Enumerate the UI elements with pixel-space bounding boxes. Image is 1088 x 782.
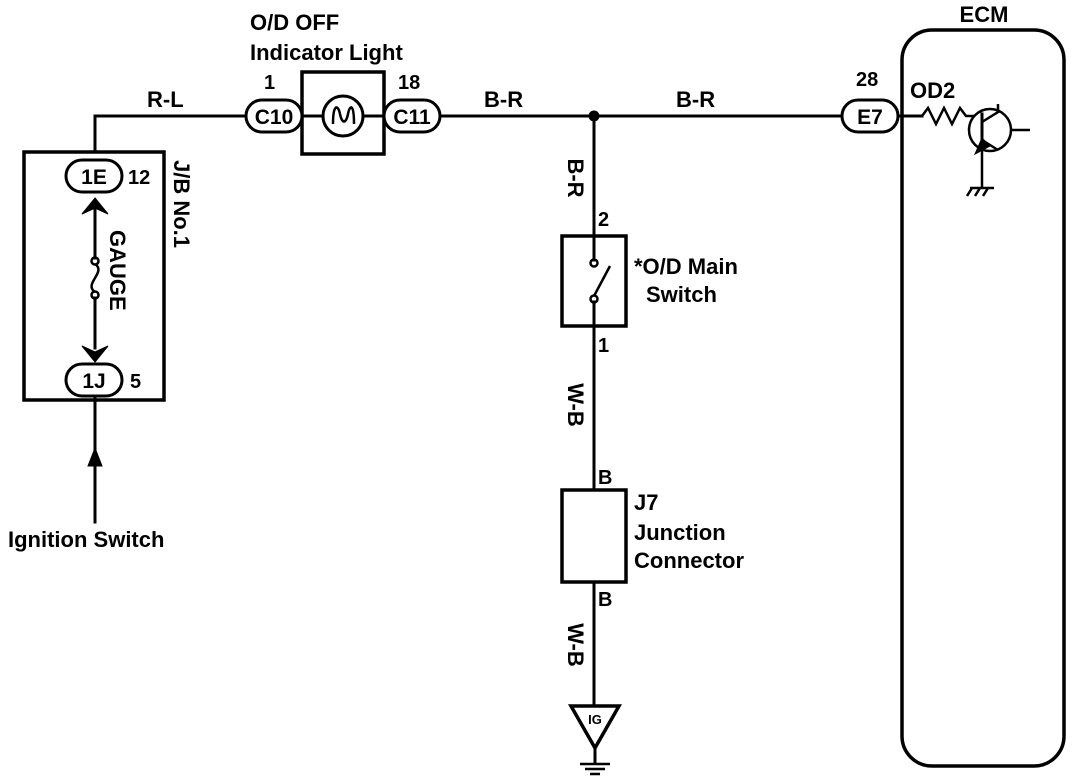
jb-box	[22, 150, 166, 402]
connector-e7-label: E7	[857, 106, 883, 129]
connector-1e-label: 1E	[81, 166, 107, 189]
switch-label-line1: *O/D Main	[634, 254, 738, 279]
junction-block: J/B No.1 1E 12 GAUGE 1J 5	[22, 150, 194, 402]
wires	[87, 110, 924, 708]
indicator-right-pin: 18	[398, 72, 420, 94]
connector-c11	[382, 98, 442, 134]
ground-point: IG	[567, 704, 623, 776]
connector-1j	[64, 362, 124, 398]
indicator-left-pin: 1	[264, 72, 275, 94]
connector-1e	[64, 158, 124, 194]
connector-1j-label: 1J	[82, 370, 105, 393]
connector-e7	[840, 98, 900, 134]
od-main-switch: 2 1 *O/D Main Switch	[560, 209, 738, 357]
wire-label-wb-lower: W-B	[563, 623, 588, 667]
j7-pin-bottom: B	[598, 589, 612, 611]
jb-top-pin: 12	[128, 167, 150, 189]
jb-bottom-pin: 5	[130, 371, 141, 393]
wire-rl	[93, 114, 248, 154]
indicator-title-line1: O/D OFF	[250, 10, 339, 35]
indicator-light: O/D OFF Indicator Light 1 C10 18 C11	[244, 10, 442, 156]
switch-pin-bottom: 1	[598, 335, 609, 357]
ignition-arrow-icon	[87, 446, 103, 467]
switch-pin-top: 2	[598, 209, 609, 231]
resistor-icon	[921, 105, 974, 127]
connector-c10	[244, 98, 304, 134]
indicator-title-line2: Indicator Light	[250, 40, 403, 65]
ground-triangle-icon	[567, 704, 623, 752]
ecm-label: ECM	[960, 2, 1009, 27]
ecm: ECM 28 E7 OD2	[840, 2, 1066, 768]
fuse-bottom-chevron-icon	[81, 345, 109, 363]
bulb-filament-icon	[331, 106, 356, 125]
ground-symbol-icon	[580, 762, 610, 776]
j7-id: J7	[634, 490, 658, 515]
wire-label-br-left: B-R	[484, 87, 523, 112]
ecm-box	[900, 28, 1066, 768]
wire-label-br-vertical: B-R	[563, 158, 588, 197]
fuse-icon	[90, 262, 100, 294]
ecm-terminal-label: OD2	[910, 78, 955, 103]
fuse-top-chevron-icon	[81, 197, 109, 215]
connector-c10-label: C10	[255, 106, 294, 129]
fuse-label: GAUGE	[105, 230, 130, 311]
wire-label-br-right: B-R	[676, 87, 715, 112]
wire-label-wb-upper: W-B	[563, 383, 588, 427]
j7-box	[560, 488, 628, 584]
j7-label-line2: Connector	[634, 548, 744, 573]
fuse-terminal-top	[90, 256, 100, 266]
bulb-icon	[321, 94, 365, 138]
wire-label-rl: R-L	[147, 87, 184, 112]
ground-label: IG	[588, 712, 602, 727]
ignition-switch-label: Ignition Switch	[8, 527, 164, 552]
wire-labels: R-L B-R B-R B-R W-B W-B	[147, 87, 715, 667]
jb-label: J/B No.1	[169, 160, 194, 248]
j7-pin-top: B	[598, 467, 612, 489]
j7-label-line1: Junction	[634, 520, 726, 545]
chassis-ground-icon	[965, 186, 994, 197]
switch-lever-icon	[592, 265, 612, 297]
junction-connector: B B J7 Junction Connector	[560, 467, 744, 611]
switch-contact-top	[589, 258, 599, 268]
connector-c11-label: C11	[393, 106, 431, 129]
transistor-collector	[981, 104, 1000, 124]
switch-label-line2: Switch	[646, 282, 717, 307]
ecm-pin: 28	[856, 69, 878, 91]
